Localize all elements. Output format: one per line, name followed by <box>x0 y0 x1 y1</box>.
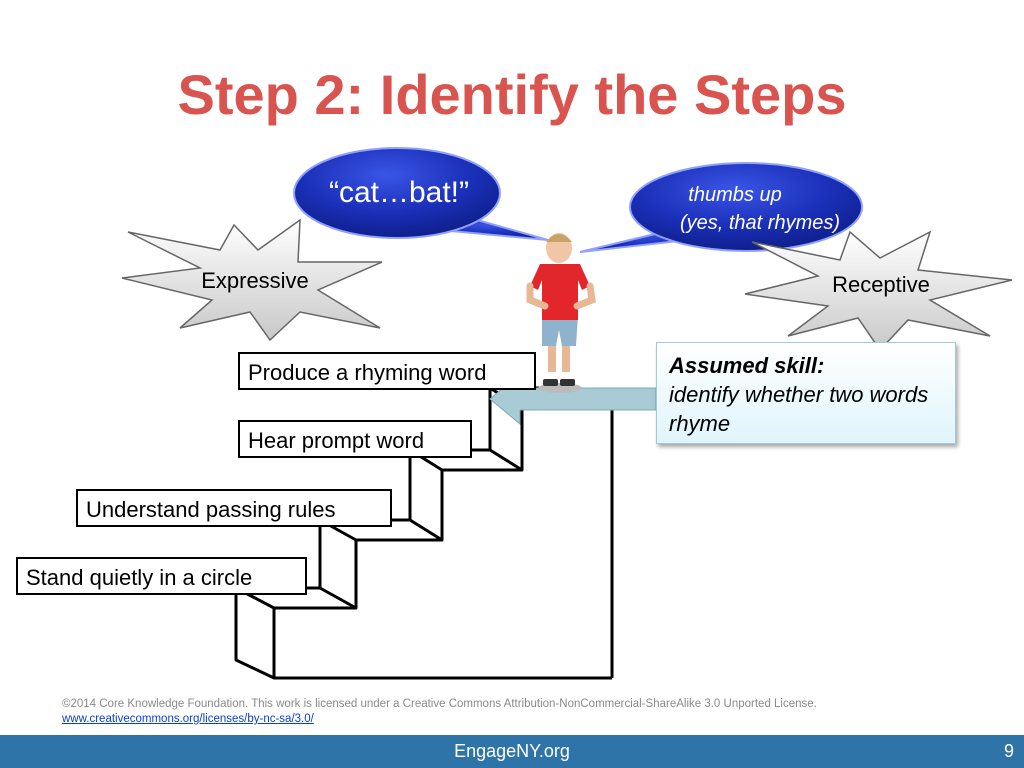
step-stand-quietly: Stand quietly in a circle <box>16 557 307 595</box>
expressive-speech-text: “cat…bat!” <box>328 176 470 209</box>
step-produce-rhyming-word: Produce a rhyming word <box>238 352 536 390</box>
child-figure <box>526 233 596 393</box>
license-text: ©2014 Core Knowledge Foundation. This wo… <box>62 698 817 710</box>
speech-bubble-expressive <box>293 147 549 241</box>
assumed-skill-box: Assumed skill: identify whether two word… <box>656 342 956 444</box>
step-understand-passing-rules: Understand passing rules <box>76 489 392 527</box>
step-hear-prompt-word: Hear prompt word <box>238 420 472 458</box>
receptive-burst <box>744 230 1013 352</box>
page-number: 9 <box>1003 741 1014 761</box>
footer-bar: EngageNY.org 9 <box>0 735 1024 768</box>
receptive-line-2: (yes, that rhymes) <box>679 212 841 234</box>
slide-title: Step 2: Identify the Steps <box>177 63 847 126</box>
footer-site: EngageNY.org <box>454 741 570 761</box>
expressive-burst <box>121 218 383 342</box>
receptive-line-1: thumbs up <box>688 184 782 206</box>
slide-illustration <box>121 147 1013 680</box>
receptive-label: Receptive <box>832 272 930 297</box>
assumed-skill-heading: Assumed skill: <box>669 353 825 378</box>
speech-bubble-receptive <box>579 162 863 253</box>
license-link[interactable]: www.creativecommons.org/licenses/by-nc-s… <box>62 713 314 725</box>
assumed-skill-text: identify whether two words rhyme <box>669 382 929 436</box>
expressive-label: Expressive <box>201 268 309 293</box>
license-note: ©2014 Core Knowledge Foundation. This wo… <box>62 697 817 727</box>
